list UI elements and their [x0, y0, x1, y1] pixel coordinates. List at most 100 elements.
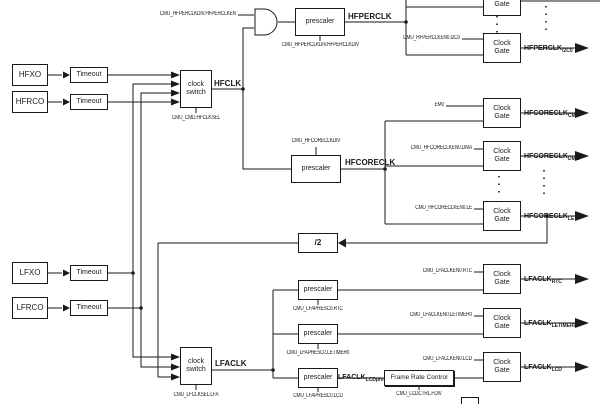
and-gate — [254, 8, 278, 36]
sig-hfperclk-label: HFPERCLK — [348, 12, 392, 21]
sig-hfclk-label: HFCLK — [214, 79, 242, 88]
reg-lfaclken0-letimer0-label: CMU_LFACLKEN0.LETIMER0 — [409, 312, 472, 318]
clock-gate-label: Clock — [493, 314, 511, 322]
lfxo-box: LFXO — [12, 262, 48, 284]
hfrco-timeout-box: Timeout — [70, 94, 108, 110]
sig-lfaclk-rtc-label: LFACLKRTC — [524, 268, 562, 286]
prescaler-label: prescaler — [303, 373, 333, 381]
cm3-clock-gate-box: Clock Gate — [483, 98, 521, 128]
sig-sub: LE — [567, 216, 575, 222]
clock-gate-label: Gate — [494, 323, 510, 330]
sig-sub: DMA — [567, 156, 580, 162]
junction-dots — [131, 20, 549, 372]
i2c0-clock-gate-box: Clock Gate — [483, 33, 521, 63]
label-ticks — [195, 36, 420, 392]
hfperclk-prescaler-box: prescaler — [295, 8, 345, 36]
sig-sub: LCD — [551, 367, 562, 373]
wires-lfaclk — [212, 271, 575, 379]
sig-sub: CM3 — [567, 113, 579, 119]
output-arrowheads — [575, 43, 589, 372]
sig-base: HFCORECLK — [524, 110, 568, 117]
timeout-label: Timeout — [76, 70, 102, 78]
timeout-label: Timeout — [76, 268, 102, 276]
clock-gate-label: Gate — [494, 216, 510, 223]
reg-hfcoreclken0-le-label: CMU_HFCORECLKEN0.LE — [415, 205, 472, 211]
wires-lf-sources — [48, 272, 141, 309]
clock-switch-label: switch — [186, 366, 206, 373]
cropped-box-fragment — [461, 397, 479, 404]
divide-by-two-label: /2 — [314, 238, 322, 248]
sig-hfcoreclk-dma-label: HFCORECLKDMA — [524, 145, 579, 163]
reg-lfapresc0-rtc-label: CMU_LFAPRESC0.RTC — [293, 306, 343, 312]
reg-lcdctrl-fdiv-label: CMU_LCDCTRL.FDIV — [396, 391, 442, 397]
clock-switch-label: clock — [188, 357, 204, 365]
reg-lfaclken0-lcd-label: CMU_LFACLKEN0.LCD — [422, 356, 472, 362]
le-clock-gate-box: Clock Gate — [483, 201, 521, 231]
sig-lfaclk-letimer0-label: LFACLKLETIMER0 — [524, 312, 576, 330]
lfxo-timeout-box: Timeout — [70, 265, 108, 281]
clock-gate-label: Gate — [494, 1, 510, 8]
clock-gate-label: Gate — [494, 279, 510, 286]
reg-em0-label: EM0 — [434, 102, 445, 108]
clock-gate-label: Clock — [493, 147, 511, 155]
frame-rate-control-box: Frame Rate Control — [384, 370, 454, 386]
sig-sub: LCDpre — [365, 377, 384, 383]
prescaler-label: prescaler — [303, 285, 333, 293]
reg-hfperclken0-i2c0-label: CMU_HFPERCLKEN0.I2C0 — [403, 35, 460, 41]
prescaler-label: prescaler — [303, 329, 333, 337]
reg-hfcoreclkdiv-label: CMU_HFCORECLKDIV — [291, 138, 341, 144]
sig-lfaclk-lcd-label: LFACLKLCD — [524, 356, 562, 374]
hfcoreclk-prescaler-box: prescaler — [291, 155, 341, 183]
sig-hfcoreclk-le-label: HFCORECLKLE — [524, 205, 574, 223]
input-arrowheads — [63, 71, 346, 381]
sig-hfcoreclk-label: HFCORECLK — [345, 158, 396, 167]
reg-hfcoreclken0-dma-label: CMU_HFCORECLKEN0.DMA — [410, 145, 473, 151]
sig-sub: RTC — [551, 279, 562, 285]
lcd-clock-gate-box: Clock Gate — [483, 352, 521, 382]
reg-lfapresc0-lcd-label: CMU_LFAPRESC0.LCD — [293, 393, 343, 399]
clock-gate-label: Clock — [493, 39, 511, 47]
sig-lfaclk-label: LFACLK — [215, 359, 247, 368]
rtc-prescaler-box: prescaler — [298, 280, 338, 300]
reg-lfclksel-lfa-label: CMU_LFCLKSEL.LFA — [173, 392, 219, 398]
wires-div2 — [157, 242, 298, 378]
timeout-label: Timeout — [76, 303, 102, 311]
reg-cmd-hfclksel-label: CMU_CMD.HFCLKSEL — [171, 115, 221, 121]
rtc-clock-gate-box: Clock Gate — [483, 264, 521, 294]
clock-switch-label: clock — [188, 80, 204, 88]
hfrco-label: HFRCO — [15, 97, 45, 107]
sig-hfcoreclk-cm3-label: HFCORECLKCM3 — [524, 102, 579, 120]
lfrco-label: LFRCO — [16, 303, 44, 313]
sig-base: LFACLK — [524, 320, 552, 327]
wires-hfcoreclk — [341, 105, 575, 244]
wires-hfclk — [212, 14, 295, 170]
sig-sub: I2C0 — [562, 48, 573, 54]
reg-lfapresc0-letimer0-label: CMU_LFAPRESC0.LETIMER0 — [286, 350, 350, 356]
lcd-prescaler-box: prescaler — [298, 368, 338, 388]
clock-gate-label: Gate — [494, 156, 510, 163]
reg-hfperclken-label: CMU_HFPERCLKDIV.HFPERCLKEN — [159, 11, 236, 17]
dma-clock-gate-box: Clock Gate — [483, 141, 521, 171]
clock-gate-label: Clock — [493, 207, 511, 215]
prescaler-label: prescaler — [301, 164, 331, 172]
letimer0-clock-gate-box: Clock Gate — [483, 308, 521, 338]
hfrco-box: HFRCO — [12, 91, 48, 113]
sig-sub: LETIMER0 — [551, 323, 577, 329]
clock-gate-label: Gate — [494, 48, 510, 55]
timeout-label: Timeout — [76, 97, 102, 105]
divide-by-two-box: /2 — [298, 233, 338, 253]
letimer0-prescaler-box: prescaler — [298, 324, 338, 344]
lfxo-label: LFXO — [19, 268, 41, 278]
sig-lfaclk-lcdpre-label: LFACLKLCDpre — [338, 366, 384, 384]
sig-base: LFACLK — [338, 374, 366, 381]
prescaler-label: prescaler — [305, 17, 335, 25]
clock-gate-label: Gate — [494, 367, 510, 374]
ellipsis-dots — [496, 6, 547, 198]
sig-hfperclk-i2c0-label: HFPERCLKI2C0 — [524, 37, 573, 55]
clock-gate-label: Clock — [493, 270, 511, 278]
hfxo-label: HFXO — [18, 70, 42, 80]
hfxo-box: HFXO — [12, 64, 48, 86]
lfaclk-switch-box: clock switch — [180, 347, 212, 385]
